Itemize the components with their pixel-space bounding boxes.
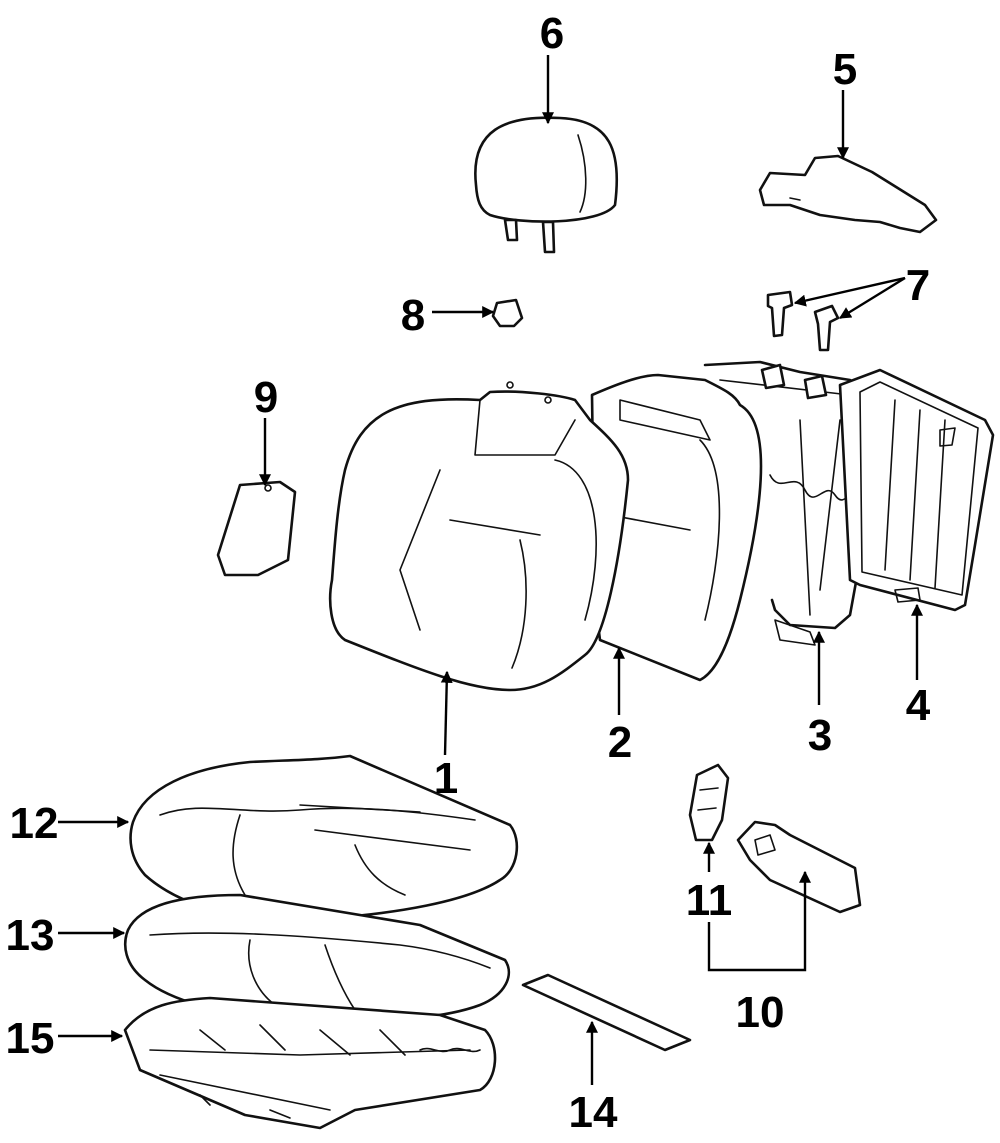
seat-cushion-frame bbox=[123, 996, 497, 1130]
headrest bbox=[474, 116, 619, 254]
headrest-guide-clips bbox=[766, 290, 840, 352]
leader-7a bbox=[793, 276, 906, 307]
seatback-board bbox=[838, 368, 995, 612]
callout-4: 4 bbox=[906, 681, 931, 730]
side-cover-panel bbox=[216, 480, 297, 577]
leader-lines bbox=[58, 55, 923, 1085]
callout-9: 9 bbox=[254, 373, 278, 422]
leader-1 bbox=[440, 670, 453, 756]
adjuster-knob bbox=[688, 763, 730, 842]
callout-3: 3 bbox=[808, 711, 832, 760]
trim-strip bbox=[521, 973, 692, 1052]
backrest-upper-trim bbox=[758, 154, 938, 234]
backrest-pad bbox=[590, 373, 763, 682]
seat-cushion-cover bbox=[129, 754, 519, 922]
callout-labels: 6 5 7 8 9 1 2 3 4 12 13 15 14 11 10 bbox=[6, 9, 931, 1137]
clip bbox=[491, 298, 524, 328]
callout-7: 7 bbox=[906, 261, 930, 310]
callout-15: 15 bbox=[6, 1014, 55, 1063]
callout-1: 1 bbox=[434, 754, 458, 803]
callout-2: 2 bbox=[608, 718, 632, 767]
callout-10: 10 bbox=[736, 988, 785, 1037]
callout-11: 11 bbox=[686, 876, 733, 925]
callout-12: 12 bbox=[10, 799, 59, 848]
recliner-bracket bbox=[736, 820, 862, 914]
callout-13: 13 bbox=[6, 911, 55, 960]
backrest-cover bbox=[328, 381, 630, 692]
callout-5: 5 bbox=[833, 45, 857, 94]
callout-6: 6 bbox=[540, 9, 564, 58]
callout-14: 14 bbox=[569, 1088, 618, 1137]
leader-10 bbox=[707, 870, 811, 972]
leader-7b bbox=[838, 276, 906, 320]
callout-8: 8 bbox=[401, 291, 425, 340]
